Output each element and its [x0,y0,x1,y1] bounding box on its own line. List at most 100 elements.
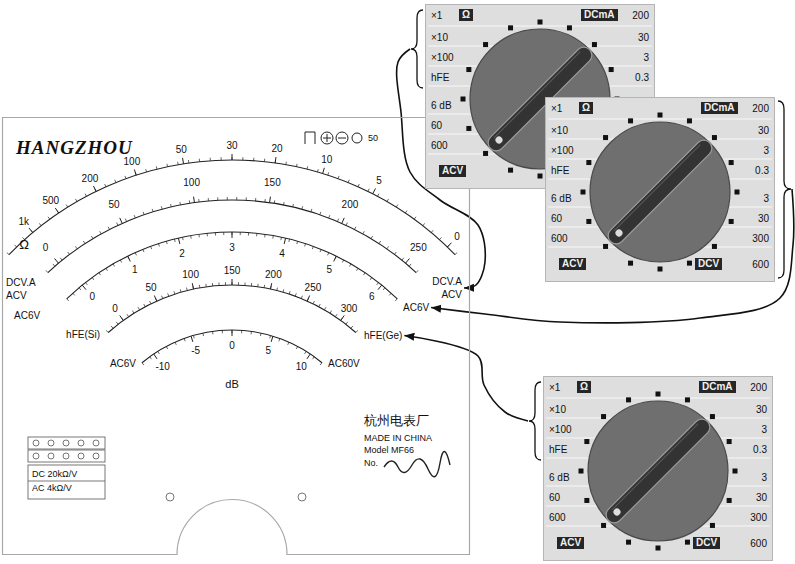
scale-tick [46,270,48,272]
pointer-highlight [614,145,700,231]
scale-tick [350,264,352,267]
scale-tick [423,223,425,225]
scale-text: 5 [265,345,271,357]
scale-tick [244,282,245,285]
scale-tick [355,227,356,230]
range-label: ACV [557,537,584,549]
position-mark [710,414,715,419]
scale-text: 10 [296,361,307,373]
scale-tick [91,236,93,239]
scale-tick [106,330,108,332]
scale-text: MADE IN CHINA [364,433,432,444]
range-label: 6 dB [431,100,452,112]
scale-tick [269,335,271,338]
position-mark [538,20,543,25]
range-label: 600 [750,538,767,550]
scale-tick [319,212,321,215]
scale-tick [134,215,135,218]
scale-tick [184,338,185,341]
scale-tick [188,160,189,163]
scale-tick [379,241,381,244]
range-label: 600 [551,233,568,245]
table-symbol [78,453,84,459]
range-label: ACV [559,258,586,270]
scale-text: DC 20kΩ/V [32,469,77,480]
scale-tick [116,322,118,324]
range-label: hFE [431,72,449,84]
range-label: ×100 [549,424,572,436]
symbol [305,132,315,144]
scale-tick [193,197,195,203]
scale-tick [218,282,219,285]
range-label: 3 [643,52,649,64]
scale-tick [329,215,330,218]
scale-tick [242,157,243,160]
panel-rule [548,118,772,119]
face-outline [3,118,470,555]
scale-tick [174,239,176,242]
scale-tick [138,307,140,310]
scale-tick [323,168,325,174]
scale-tick [67,299,69,301]
position-mark [687,261,692,266]
scale-tick [351,326,353,328]
position-mark [603,135,608,140]
scale-tick [238,282,239,285]
scale-tick [82,285,86,290]
scale-tick [143,249,144,252]
scale-text: 250 [305,282,322,294]
scale-tick [282,289,284,292]
scale-tick [260,333,262,336]
range-label: DCmA [581,9,618,21]
scale-tick [7,253,9,255]
scale-text: 30 [226,140,237,152]
scale-text: -5 [191,345,200,357]
symbol [321,132,333,144]
scale-tick [15,245,17,247]
scale-tick [363,273,365,275]
scale-text: 2 [179,248,185,260]
scale-tick [93,186,96,191]
panel-rule [546,397,770,398]
scale-tick [240,232,241,235]
position-mark [601,414,606,419]
position-mark [712,135,717,140]
scale-tick [289,291,291,294]
scale-text: AC 4kΩ/V [32,483,72,494]
table-symbol [78,440,84,446]
range-label: 6 dB [549,472,570,484]
scale-text: 0 [454,231,460,243]
scale-tick [120,218,122,223]
scale-tick [335,314,337,316]
table-symbol [48,453,54,459]
scale-tick [198,199,199,202]
range-label: 30 [638,32,649,44]
scale-text: 20 [272,143,283,155]
range-label: 200 [752,103,769,115]
scale-tick [85,194,86,197]
scale-arc [142,330,322,363]
scale-tick [305,351,307,354]
scale-tick [320,249,321,252]
scale-tick [186,288,188,291]
range-label: ×10 [551,125,568,137]
table-symbol [63,440,69,446]
scale-tick [66,205,68,208]
range-label: ×1 [431,10,442,22]
scale-tick [236,197,237,200]
scale-tick [221,157,222,160]
scale-tick [370,277,372,279]
scale-tick [283,202,285,205]
position-mark [727,498,732,503]
scale-tick [178,238,179,244]
scale-tick [207,233,208,236]
scale-tick [143,212,145,215]
position-mark [712,244,717,249]
scale-tick [334,256,337,261]
scale-tick [338,176,339,179]
scale-tick [288,239,290,242]
position-mark [592,42,597,47]
range-label: 60 [551,213,562,225]
range-label: 6 dB [551,193,572,205]
scale-tick [264,159,265,162]
